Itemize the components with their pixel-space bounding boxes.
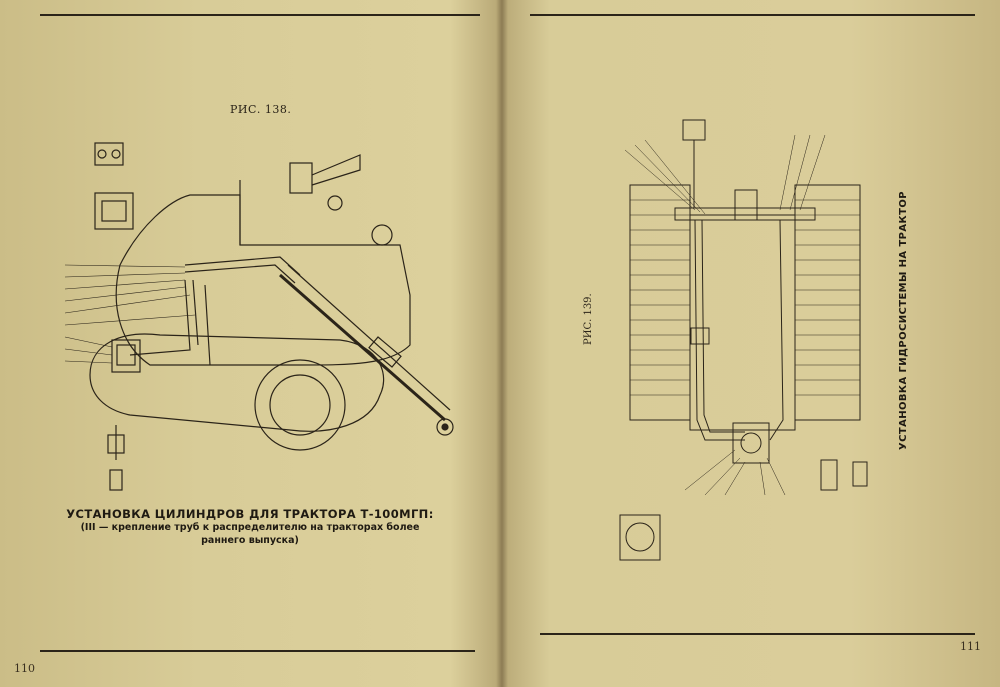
book-gutter xyxy=(496,0,508,687)
caption: УСТАНОВКА ЦИЛИНДРОВ ДЛЯ ТРАКТОРА Т-100МГ… xyxy=(60,507,440,547)
page-number-right: 111 xyxy=(960,640,981,653)
hydraulic-system-drawing xyxy=(619,119,868,561)
top-rule-right xyxy=(530,14,975,16)
bottom-rule xyxy=(40,650,475,652)
right-page: РИС. 139. xyxy=(505,0,1000,687)
cylinder-installation-drawing xyxy=(64,142,454,491)
figure-label-right: РИС. 139. xyxy=(583,293,594,345)
caption-sub-line1: (III — крепление труб к распределителю н… xyxy=(80,522,420,533)
page-number-left: 110 xyxy=(14,662,35,675)
bottom-rule-right xyxy=(540,633,975,635)
caption-title: УСТАНОВКА ЦИЛИНДРОВ ДЛЯ ТРАКТОРА Т-100МГ… xyxy=(66,507,434,521)
top-rule xyxy=(40,14,480,16)
left-page: РИС. 138. xyxy=(14,14,480,675)
figure-label: РИС. 138. xyxy=(230,103,292,116)
caption-sub-line2: раннего выпуска) xyxy=(201,535,299,546)
side-title: УСТАНОВКА ГИДРОСИСТЕМЫ НА ТРАКТОР xyxy=(898,191,909,450)
